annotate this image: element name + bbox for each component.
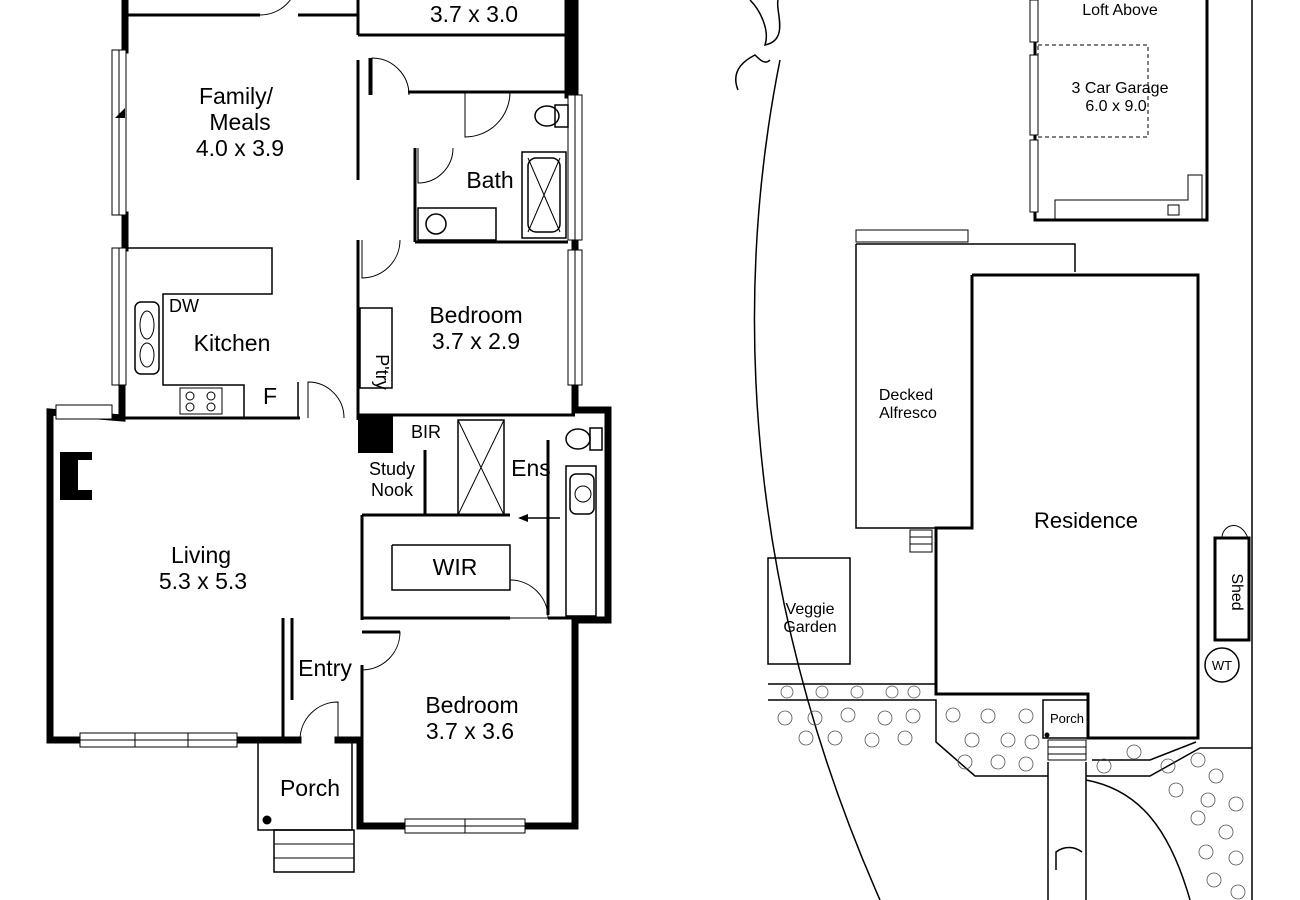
living-label: Living [171, 542, 231, 568]
window-living-top [55, 404, 113, 420]
veggie-label: Veggie [786, 601, 835, 618]
room-dims-top: 3.7 x 3.0 [430, 1, 518, 27]
wir-label: WIR [433, 554, 478, 580]
porch-label: Porch [280, 775, 340, 801]
shrubs [777, 685, 1246, 900]
bedroom2-dims: 3.7 x 2.9 [432, 328, 520, 354]
fridge-label: F [263, 383, 277, 409]
decked-label: Decked [879, 387, 933, 404]
bath-label: Bath [466, 167, 513, 193]
site-porch-label: Porch [1050, 711, 1084, 726]
bir-label: BIR [411, 422, 441, 442]
kitchen-label: Kitchen [194, 330, 271, 356]
garage-label: 3 Car Garage [1072, 80, 1169, 97]
study-label: Study [369, 459, 415, 479]
garage-dims: 6.0 x 9.0 [1085, 98, 1146, 115]
wt-label: WT [1212, 658, 1232, 673]
family-label: Family/ [199, 83, 274, 109]
bedroom2-label: Bedroom [429, 302, 522, 328]
residence-label: Residence [1034, 508, 1138, 533]
dw-label: DW [169, 296, 199, 316]
family-dims: 4.0 x 3.9 [196, 135, 284, 161]
pantry-label: P'try [372, 354, 392, 389]
entry-label: Entry [298, 655, 352, 681]
alfresco-label: Alfresco [879, 405, 937, 422]
loft-label: Loft Above [1082, 2, 1158, 19]
meals-label: Meals [209, 109, 270, 135]
floor-plan: 3.7 x 3.0 Family/ Meals 4.0 x 3.9 Bath D… [46, 0, 612, 873]
ens-label: Ens [511, 455, 551, 481]
garden-label: Garden [783, 619, 836, 636]
bedroom1-label: Bedroom [425, 692, 518, 718]
nook-label: Nook [371, 480, 414, 500]
living-dims: 5.3 x 5.3 [159, 568, 247, 594]
site-plan: Loft Above 3 Car Garage 6.0 x 9.0 Decked… [735, 0, 1253, 900]
bedroom1-dims: 3.7 x 3.6 [426, 718, 514, 744]
shed-label: Shed [1228, 573, 1245, 610]
